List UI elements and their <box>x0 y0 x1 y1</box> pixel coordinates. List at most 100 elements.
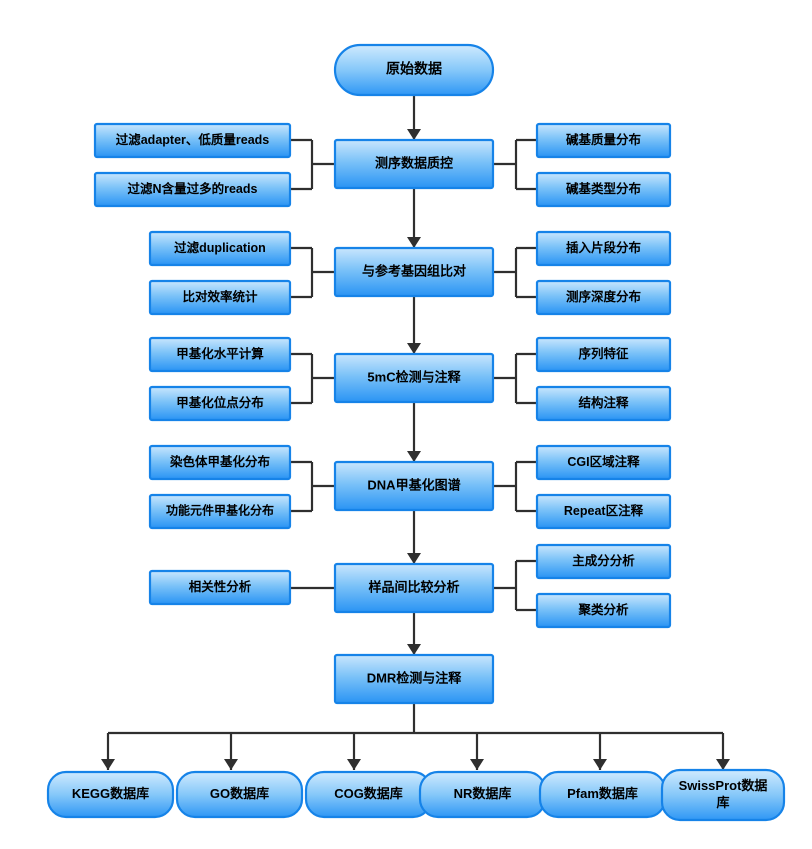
node-compare-right-1[interactable]: 主成分分析 <box>535 543 672 580</box>
node-map-right-2[interactable]: Repeat区注释 <box>535 493 672 530</box>
node-box <box>148 279 292 316</box>
node-label: 比对效率统计 <box>182 289 258 304</box>
node-box <box>535 122 672 159</box>
node-methylation-map[interactable]: DNA甲基化图谱 <box>333 460 495 512</box>
node-label: NR数据库 <box>454 786 512 801</box>
node-align-right-1[interactable]: 插入片段分布 <box>535 230 672 267</box>
arrowhead <box>407 553 421 564</box>
node-label: 过滤adapter、低质量reads <box>116 132 270 147</box>
bracket-qc-left-bracket <box>290 138 335 191</box>
node-label: Repeat区注释 <box>564 503 644 518</box>
node-box <box>535 444 672 481</box>
node-label: 碱基质量分布 <box>566 132 642 147</box>
node-align-right-2[interactable]: 测序深度分布 <box>535 279 672 316</box>
node-qc-right-1[interactable]: 碱基质量分布 <box>535 122 672 159</box>
node-label: SwissProt数据 <box>679 778 768 793</box>
node-box <box>148 336 292 373</box>
node-label: 测序深度分布 <box>566 289 642 304</box>
arrowhead <box>407 237 421 248</box>
node-label: 序列特征 <box>578 346 629 361</box>
node-5mc-right-1[interactable]: 序列特征 <box>535 336 672 373</box>
node-qc[interactable]: 测序数据质控 <box>333 138 495 190</box>
node-box <box>535 230 672 267</box>
node-align-left-1[interactable]: 过滤duplication <box>148 230 292 267</box>
bracket-align-right-bracket <box>493 246 537 299</box>
node-label: 测序数据质控 <box>375 155 453 170</box>
node-box <box>148 230 292 267</box>
node-box <box>535 336 672 373</box>
node-label: 碱基类型分布 <box>566 181 642 196</box>
node-box <box>333 138 495 190</box>
node-box <box>93 171 292 208</box>
node-label: KEGG数据库 <box>72 786 149 801</box>
node-box <box>333 352 495 404</box>
node-map-right-1[interactable]: CGI区域注释 <box>535 444 672 481</box>
bracket-5mc-right-bracket <box>493 352 537 405</box>
node-db-kegg[interactable]: KEGG数据库 <box>46 770 175 819</box>
node-5mc-right-2[interactable]: 结构注释 <box>535 385 672 422</box>
node-db-cog[interactable]: COG数据库 <box>304 770 433 819</box>
node-label: 甲基化水平计算 <box>176 346 264 361</box>
node-align-left-2[interactable]: 比对效率统计 <box>148 279 292 316</box>
node-5mc-left-1[interactable]: 甲基化水平计算 <box>148 336 292 373</box>
node-box <box>93 122 292 159</box>
arrowhead <box>470 759 484 770</box>
bracket-map-left-bracket <box>290 460 335 513</box>
bracket-compare-right-bracket <box>493 559 537 612</box>
node-box <box>148 493 292 530</box>
fanout-dmr-fanout <box>101 703 730 770</box>
arrowhead <box>407 451 421 462</box>
arrowhead <box>407 343 421 354</box>
node-qc-left-2[interactable]: 过滤N含量过多的reads <box>93 171 292 208</box>
node-box <box>660 768 786 822</box>
node-label: COG数据库 <box>334 786 403 801</box>
node-db-pfam[interactable]: Pfam数据库 <box>538 770 667 819</box>
node-raw-data[interactable]: 原始数据 <box>333 43 495 97</box>
node-align[interactable]: 与参考基因组比对 <box>333 246 495 298</box>
bracket-align-left-bracket <box>290 246 335 299</box>
node-sample-compare[interactable]: 样品间比较分析 <box>333 562 495 614</box>
connector-layer <box>101 95 730 770</box>
bracket-qc-right-bracket <box>493 138 537 191</box>
node-label: 与参考基因组比对 <box>362 263 466 278</box>
node-box <box>333 246 495 298</box>
node-box <box>333 43 495 97</box>
arrowhead <box>224 759 238 770</box>
node-5mc-left-2[interactable]: 甲基化位点分布 <box>148 385 292 422</box>
node-box <box>535 171 672 208</box>
node-box <box>333 460 495 512</box>
node-compare-left-1[interactable]: 相关性分析 <box>148 569 292 606</box>
node-label: 原始数据 <box>386 61 442 77</box>
node-label: 插入片段分布 <box>566 240 642 255</box>
node-compare-right-2[interactable]: 聚类分析 <box>535 592 672 629</box>
node-db-nr[interactable]: NR数据库 <box>418 770 547 819</box>
node-box <box>535 279 672 316</box>
node-label: Pfam数据库 <box>567 786 638 801</box>
node-db-go[interactable]: GO数据库 <box>175 770 304 819</box>
node-label: 结构注释 <box>578 395 629 410</box>
node-box <box>148 444 292 481</box>
node-dmr[interactable]: DMR检测与注释 <box>333 653 495 705</box>
arrowhead <box>593 759 607 770</box>
node-label: CGI区域注释 <box>567 454 640 469</box>
node-box <box>535 592 672 629</box>
node-box <box>175 770 304 819</box>
node-label: GO数据库 <box>210 786 269 801</box>
node-qc-left-1[interactable]: 过滤adapter、低质量reads <box>93 122 292 159</box>
node-label: 甲基化位点分布 <box>176 395 264 410</box>
node-label: 库 <box>716 795 729 810</box>
node-box <box>148 569 292 606</box>
bracket-5mc-left-bracket <box>290 352 335 405</box>
node-label: DNA甲基化图谱 <box>367 477 460 492</box>
node-5mc[interactable]: 5mC检测与注释 <box>333 352 495 404</box>
node-map-left-2[interactable]: 功能元件甲基化分布 <box>148 493 292 530</box>
node-box <box>535 493 672 530</box>
bracket-map-right-bracket <box>493 460 537 513</box>
node-label: 5mC检测与注释 <box>367 369 461 384</box>
node-map-left-1[interactable]: 染色体甲基化分布 <box>148 444 292 481</box>
node-qc-right-2[interactable]: 碱基类型分布 <box>535 171 672 208</box>
